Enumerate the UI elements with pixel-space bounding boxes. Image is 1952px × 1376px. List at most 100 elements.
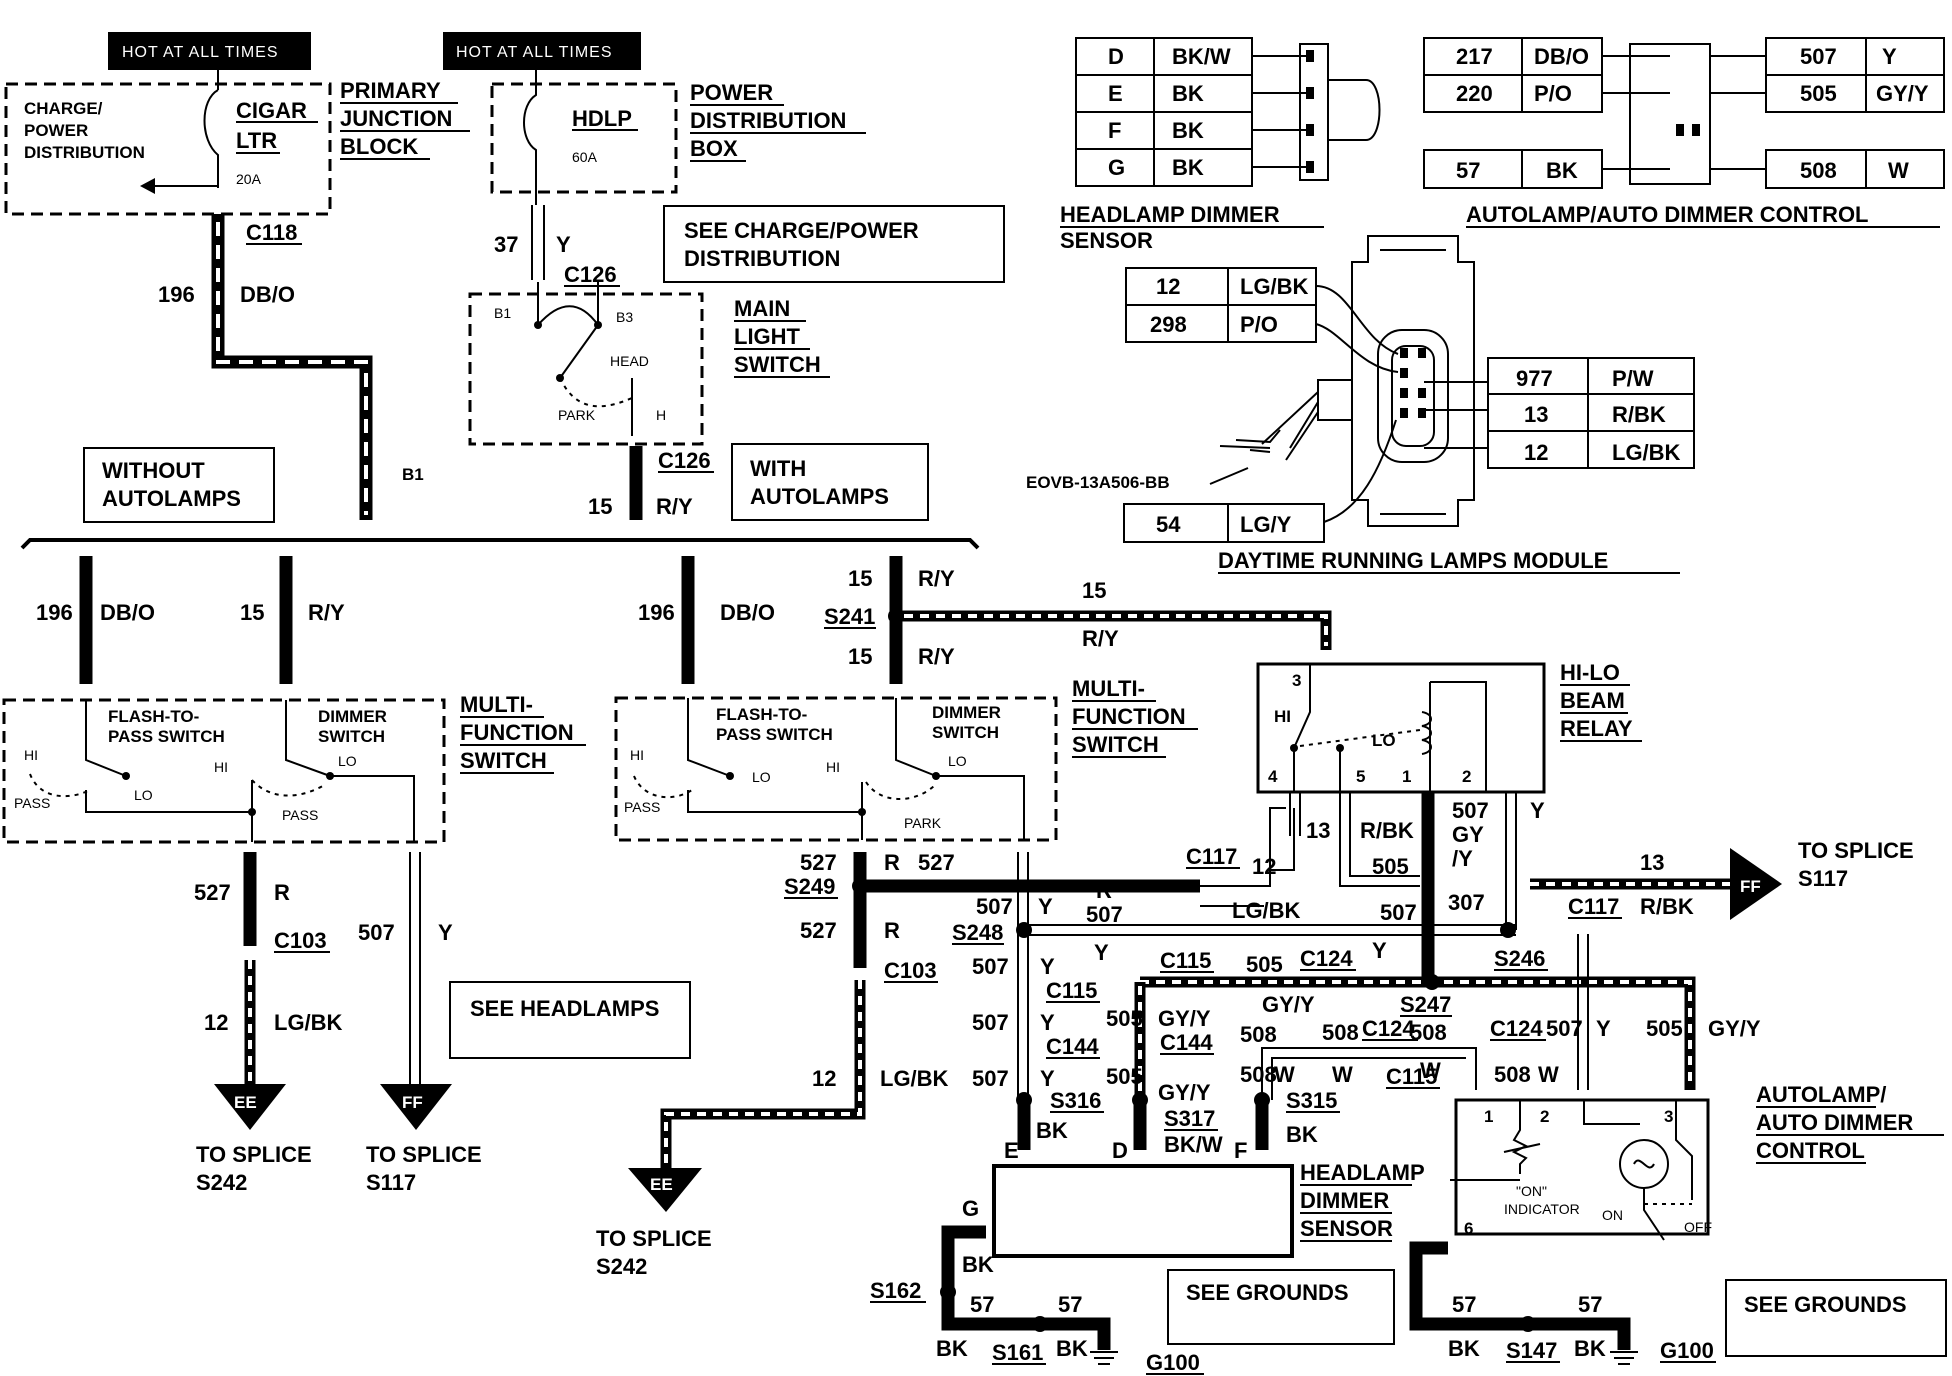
svg-text:EE: EE bbox=[234, 1093, 257, 1112]
svg-text:DISTRIBUTION: DISTRIBUTION bbox=[24, 143, 145, 162]
svg-text:R/Y: R/Y bbox=[308, 600, 345, 625]
svg-text:HI: HI bbox=[630, 747, 644, 763]
svg-text:12: 12 bbox=[1524, 440, 1548, 465]
svg-text:37: 37 bbox=[494, 232, 518, 257]
svg-text:GY: GY bbox=[1452, 822, 1484, 847]
svg-text:LIGHT: LIGHT bbox=[734, 324, 801, 349]
svg-text:SEE HEADLAMPS: SEE HEADLAMPS bbox=[470, 996, 659, 1021]
svg-text:S246: S246 bbox=[1494, 946, 1545, 971]
svg-text:Y: Y bbox=[1040, 1010, 1055, 1035]
svg-text:C118: C118 bbox=[246, 220, 297, 245]
svg-text:507: 507 bbox=[1452, 798, 1489, 823]
svg-text:E: E bbox=[1004, 1138, 1019, 1163]
svg-text:AUTO DIMMER: AUTO DIMMER bbox=[1756, 1110, 1913, 1135]
svg-text:R/BK: R/BK bbox=[1640, 894, 1694, 919]
svg-text:BK/W: BK/W bbox=[1172, 44, 1231, 69]
svg-text:LG/BK: LG/BK bbox=[880, 1066, 949, 1091]
svg-text:SWITCH: SWITCH bbox=[460, 748, 547, 773]
svg-text:507: 507 bbox=[358, 920, 395, 945]
svg-text:FF: FF bbox=[402, 1093, 423, 1112]
svg-text:POWER: POWER bbox=[690, 80, 773, 105]
svg-text:E: E bbox=[1108, 81, 1123, 106]
svg-text:12: 12 bbox=[1156, 274, 1180, 299]
svg-text:BK: BK bbox=[1172, 81, 1204, 106]
svg-text:DISTRIBUTION: DISTRIBUTION bbox=[690, 108, 846, 133]
svg-text:R: R bbox=[884, 918, 900, 943]
svg-text:DISTRIBUTION: DISTRIBUTION bbox=[684, 246, 840, 271]
svg-text:HDLP: HDLP bbox=[572, 106, 632, 131]
svg-text:505: 505 bbox=[1106, 1006, 1143, 1031]
svg-text:15: 15 bbox=[848, 644, 872, 669]
svg-text:5: 5 bbox=[1356, 767, 1365, 786]
svg-text:HOT AT ALL TIMES: HOT AT ALL TIMES bbox=[456, 44, 613, 61]
right-multi-function-switch: FLASH-TO- PASS SWITCH DIMMER SWITCH HI L… bbox=[614, 676, 1198, 842]
svg-text:507: 507 bbox=[976, 894, 1013, 919]
left-multi-function-switch: FLASH-TO- PASS SWITCH DIMMER SWITCH HI L… bbox=[2, 692, 586, 844]
svg-text:R/Y: R/Y bbox=[918, 644, 955, 669]
svg-text:DIMMER: DIMMER bbox=[932, 703, 1001, 722]
svg-text:R/BK: R/BK bbox=[1612, 402, 1666, 427]
svg-text:D: D bbox=[1108, 44, 1124, 69]
without-autolamps-box: WITHOUT AUTOLAMPS bbox=[83, 447, 275, 523]
svg-text:505: 505 bbox=[1800, 81, 1837, 106]
svg-text:SENSOR: SENSOR bbox=[1060, 228, 1153, 253]
svg-text:PRIMARY: PRIMARY bbox=[340, 78, 441, 103]
svg-text:PARK: PARK bbox=[904, 815, 942, 831]
svg-text:HI: HI bbox=[826, 759, 840, 775]
svg-text:507: 507 bbox=[972, 1010, 1009, 1035]
svg-text:S161: S161 bbox=[992, 1340, 1043, 1365]
svg-text:57: 57 bbox=[970, 1292, 994, 1317]
svg-text:S117: S117 bbox=[1798, 866, 1848, 891]
svg-text:GY/Y: GY/Y bbox=[1876, 81, 1929, 106]
svg-text:S315: S315 bbox=[1286, 1088, 1337, 1113]
svg-text:HI: HI bbox=[1274, 707, 1291, 726]
svg-text:PARK: PARK bbox=[558, 407, 596, 423]
svg-text:505: 505 bbox=[1106, 1064, 1143, 1089]
svg-text:S317: S317 bbox=[1164, 1106, 1215, 1131]
svg-text:BK: BK bbox=[1448, 1336, 1480, 1361]
svg-text:R/Y: R/Y bbox=[1082, 626, 1119, 651]
svg-text:AUTOLAMPS: AUTOLAMPS bbox=[750, 484, 889, 509]
svg-text:13: 13 bbox=[1306, 818, 1330, 843]
svg-text:220: 220 bbox=[1456, 81, 1493, 106]
svg-text:SEE GROUNDS: SEE GROUNDS bbox=[1744, 1292, 1907, 1317]
hot-at-all-times-1: HOT AT ALL TIMES bbox=[108, 32, 311, 70]
svg-text:MAIN: MAIN bbox=[734, 296, 790, 321]
svg-text:DIMMER: DIMMER bbox=[1300, 1188, 1389, 1213]
svg-text:508: 508 bbox=[1322, 1020, 1359, 1045]
svg-text:LG/BK: LG/BK bbox=[1232, 898, 1301, 923]
svg-text:SWITCH: SWITCH bbox=[734, 352, 821, 377]
svg-text:505: 505 bbox=[1246, 952, 1283, 977]
svg-text:W: W bbox=[1888, 158, 1909, 183]
svg-text:527: 527 bbox=[800, 850, 837, 875]
svg-text:R/Y: R/Y bbox=[918, 566, 955, 591]
svg-text:DB/O: DB/O bbox=[1534, 44, 1589, 69]
svg-text:Y: Y bbox=[1882, 44, 1897, 69]
svg-text:HI-LO: HI-LO bbox=[1560, 660, 1620, 685]
svg-text:505: 505 bbox=[1372, 854, 1409, 879]
svg-text:JUNCTION: JUNCTION bbox=[340, 106, 452, 131]
svg-text:AUTOLAMPS: AUTOLAMPS bbox=[102, 486, 241, 511]
svg-text:CONTROL: CONTROL bbox=[1756, 1138, 1865, 1163]
svg-text:508: 508 bbox=[1240, 1022, 1277, 1047]
svg-text:EE: EE bbox=[650, 1175, 673, 1194]
svg-text:B3: B3 bbox=[616, 309, 633, 325]
svg-text:GY/Y: GY/Y bbox=[1708, 1016, 1761, 1041]
svg-text:S241: S241 bbox=[824, 604, 875, 629]
left-wire-15: 15 R/Y bbox=[240, 556, 345, 684]
svg-text:307: 307 bbox=[1448, 890, 1485, 915]
svg-text:R/BK: R/BK bbox=[1360, 818, 1414, 843]
svg-text:LO: LO bbox=[134, 787, 153, 803]
svg-text:12: 12 bbox=[204, 1010, 228, 1035]
svg-text:C117: C117 bbox=[1568, 894, 1619, 919]
svg-text:S117: S117 bbox=[366, 1170, 416, 1195]
svg-text:BEAM: BEAM bbox=[1560, 688, 1625, 713]
to-splice-s117-right: FF 13 R/BK C117 TO SPLICE S117 bbox=[1530, 838, 1914, 920]
svg-text:S248: S248 bbox=[952, 920, 1003, 945]
svg-text:C115: C115 bbox=[1386, 1064, 1437, 1089]
svg-text:BOX: BOX bbox=[690, 136, 738, 161]
ff-terminal-left: FF TO SPLICE S117 bbox=[366, 1084, 482, 1195]
svg-text:SEE CHARGE/POWER: SEE CHARGE/POWER bbox=[684, 218, 919, 243]
svg-text:BK/W: BK/W bbox=[1164, 1132, 1223, 1157]
svg-text:527: 527 bbox=[800, 918, 837, 943]
